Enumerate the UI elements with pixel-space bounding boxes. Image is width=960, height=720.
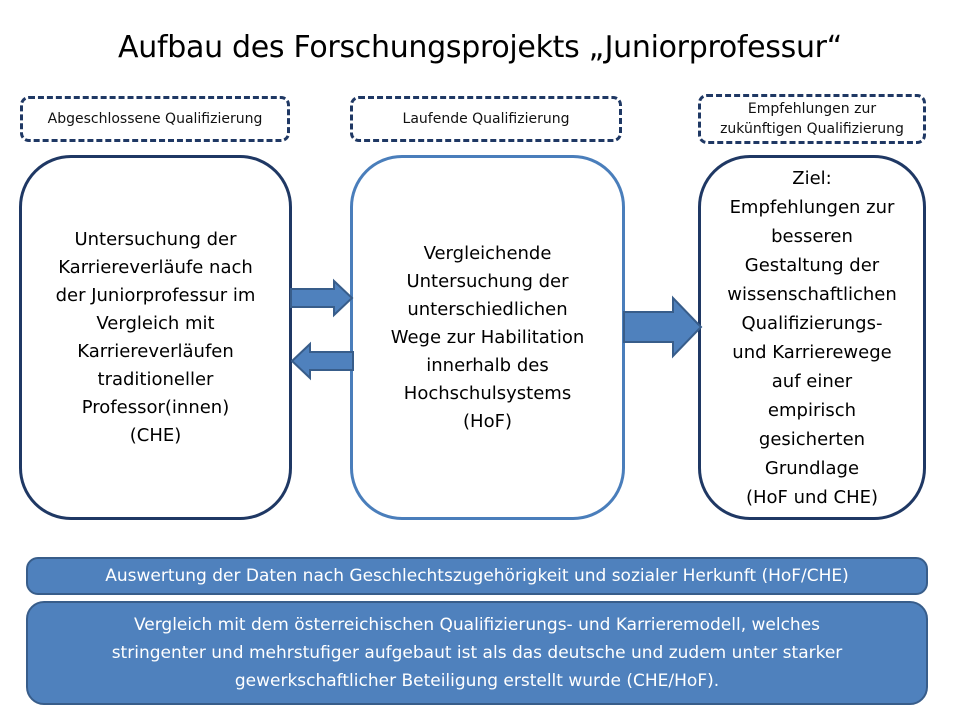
box-goal-recommendations: Ziel: Empfehlungen zur besseren Gestaltu…	[698, 155, 926, 520]
arrow-right-icon	[290, 278, 354, 318]
banner-data-analysis: Auswertung der Daten nach Geschlechtszug…	[26, 557, 928, 595]
arrow-to-goal-icon	[623, 295, 703, 359]
box-goal-recommendations-text: Ziel: Empfehlungen zur besseren Gestaltu…	[727, 167, 897, 508]
phase-label-completed: Abgeschlossene Qualifizierung	[20, 96, 290, 142]
arrow-left-icon	[290, 341, 354, 381]
box-habilitation-study-text: Vergleichende Untersuchung der unterschi…	[390, 242, 585, 432]
banner-austria-comparison-text: Vergleich mit dem österreichischen Quali…	[111, 615, 843, 691]
diagram-title: Aufbau des Forschungsprojekts „Juniorpro…	[118, 30, 842, 65]
phase-label-future-text: Empfehlungen zur zukünftigen Qualifizier…	[720, 101, 904, 137]
phase-label-ongoing: Laufende Qualifizierung	[350, 96, 622, 142]
banner-austria-comparison: Vergleich mit dem österreichischen Quali…	[26, 601, 928, 705]
box-career-study-text: Untersuchung der Karriereverläufe nach d…	[55, 228, 256, 446]
phase-label-future: Empfehlungen zur zukünftigen Qualifizier…	[698, 94, 926, 144]
box-career-study: Untersuchung der Karriereverläufe nach d…	[19, 155, 292, 520]
banner-data-analysis-text: Auswertung der Daten nach Geschlechtszug…	[105, 566, 849, 586]
box-habilitation-study: Vergleichende Untersuchung der unterschi…	[350, 155, 625, 520]
